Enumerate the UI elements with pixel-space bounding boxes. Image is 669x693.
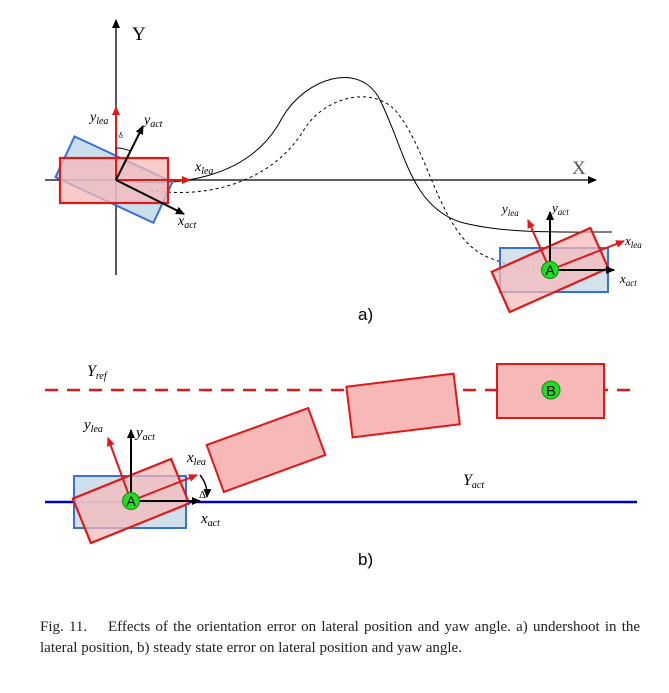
x-act-label: xact [177, 214, 197, 231]
y-act-arrow [115, 125, 144, 181]
x-act-arrow [115, 179, 185, 215]
panel-a-label: a) [358, 305, 373, 324]
y-act-label-right: yact [550, 200, 569, 217]
point-b-marker [541, 380, 561, 400]
reference-trajectory [149, 96, 553, 270]
figure-caption: Fig. 11. Effects of the orientation erro… [40, 617, 640, 659]
panel-a: Y X δ ylea yact xlea xact A ylea yact xl… [45, 19, 642, 324]
point-a-label: A [545, 262, 555, 278]
y-ref-label: Yref [87, 363, 108, 382]
x-act-label-right: xact [619, 271, 637, 288]
y-lea-label-right: ylea [500, 201, 519, 218]
y-lea-arrow-right [527, 219, 551, 271]
transition-vehicle-1 [205, 406, 327, 494]
x-lea-label-b: xlea [186, 450, 206, 468]
yaw-error-symbol: Δ [199, 489, 206, 501]
point-a-marker [541, 261, 559, 279]
y-act-label: yact [142, 113, 163, 130]
x-lea-label: xlea [194, 160, 213, 177]
yaw-error-arc [199, 474, 212, 498]
point-b-label: B [546, 383, 556, 400]
transition-vehicle-2 [345, 372, 461, 439]
x-axis-label: X [572, 158, 586, 179]
x-lea-arrow-b [130, 474, 198, 502]
point-a-marker-b [122, 492, 140, 510]
x-lea-label-right: xlea [624, 233, 642, 250]
panel-b: Yref Yact Δ A B ylea yact xlea xact b) [45, 363, 637, 569]
point-a-label-b: A [126, 493, 136, 509]
x-act-label-b: xact [200, 511, 220, 529]
y-act-label-b: yact [134, 425, 155, 443]
y-lea-arrow-b [106, 437, 132, 502]
panel-b-label: b) [358, 550, 373, 569]
y-act-line-label: Yact [463, 472, 484, 491]
y-lea-label-b: ylea [82, 417, 103, 435]
caption-prefix: Fig. 11. [40, 619, 88, 635]
y-lea-label: ylea [88, 110, 108, 127]
y-axis-label: Y [132, 24, 146, 45]
caption-text: Effects of the orientation error on late… [40, 619, 641, 656]
angle-symbol: δ [119, 131, 123, 140]
x-lea-arrow-right [549, 240, 625, 271]
yaw-angle-arc [115, 147, 131, 152]
actual-trajectory [115, 77, 613, 233]
